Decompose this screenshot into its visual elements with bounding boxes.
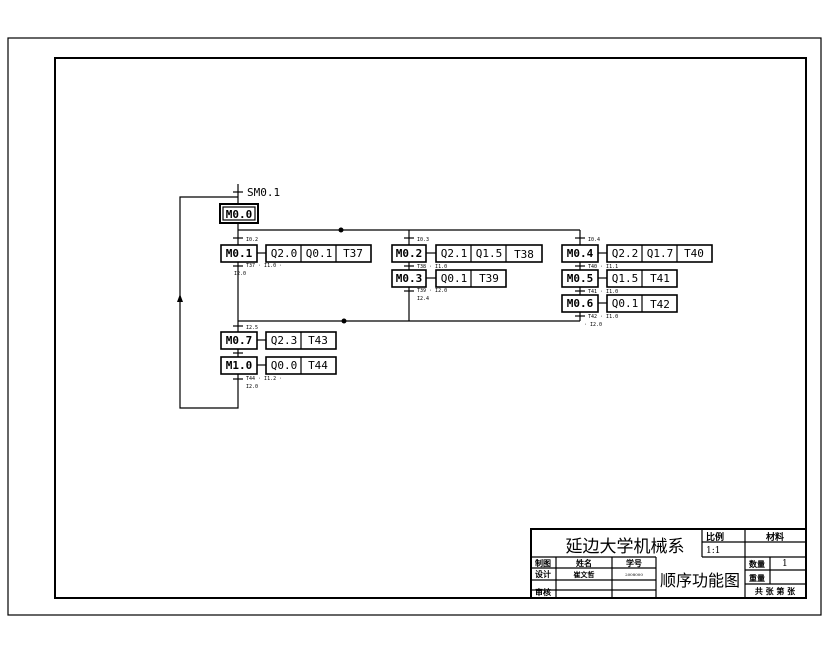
tb-student-id: 2008000 [625, 572, 643, 577]
tb-qty-value: 1 [782, 559, 788, 569]
action-m02-a: Q2.1 [441, 247, 468, 260]
tb-scale-label: 比例 [706, 531, 724, 543]
transition-t5-label: T38 · I1.0 [417, 264, 447, 270]
transition-t1-label: I0.2 [246, 237, 258, 243]
step-m03-label: M0.3 [396, 272, 423, 285]
step-m10-label: M1.0 [226, 359, 253, 372]
tb-material-label: 材料 [765, 531, 784, 543]
init-transition-label: SM0.1 [247, 186, 280, 199]
action-m01-box [265, 244, 372, 263]
action-m04-b: Q1.7 [647, 247, 674, 260]
action-m10-b: T44 [308, 359, 328, 372]
tb-weight-label: 重量 [749, 573, 765, 583]
outer-frame [7, 37, 822, 616]
transition-t9-label-a: T42 · I1.0 [588, 314, 618, 320]
step-m00-label: M0.0 [226, 208, 253, 221]
return-loop [179, 196, 239, 409]
action-m01-a: Q2.0 [271, 247, 298, 260]
action-m07-a: Q2.3 [271, 334, 298, 347]
action-m02-b: Q1.5 [476, 247, 503, 260]
action-m03-a: Q0.1 [441, 272, 468, 285]
transition-t6-label-b: I2.4 [417, 296, 429, 302]
tb-drawing-title: 顺序功能图 [660, 571, 740, 590]
transition-t10-label: I2.5 [246, 325, 258, 331]
title-block: 延边大学机械系 比例 1:1 材料 制图 姓名 学号 设计 崔文哲 200800… [530, 528, 807, 599]
divergence-dot [338, 227, 344, 233]
action-m01-c: T37 [343, 247, 363, 260]
action-m02-c: T38 [514, 248, 534, 261]
tb-sheets: 共 张 第 张 [755, 586, 796, 596]
tb-scale-value: 1:1 [706, 546, 720, 556]
action-m07-b: T43 [308, 334, 328, 347]
step-m00-inner [222, 206, 256, 221]
transition-t3-label: I0.4 [588, 237, 600, 243]
sfc-diagram: SM0.1 M0.0 I0.2 M0.1 Q2.0 Q0.1 T37 T37 ·… [177, 184, 713, 409]
tb-drawn-label: 制图 [535, 558, 551, 568]
step-m01-label: M0.1 [226, 247, 253, 260]
transition-t4-label-a: T37 · I1.0 · [246, 263, 282, 269]
action-m02-box [435, 244, 543, 263]
action-m05-b: T41 [650, 272, 670, 285]
tb-qty-label: 数量 [749, 559, 765, 569]
tb-designer: 崔文哲 [574, 570, 595, 579]
action-m10-a: Q0.0 [271, 359, 298, 372]
tb-id-label: 学号 [626, 558, 642, 568]
action-m06-a: Q0.1 [612, 297, 639, 310]
transition-t6-label-a: T39 · I2.0 [417, 288, 447, 294]
transition-t11-label-b: I2.0 [246, 384, 258, 390]
transition-t7-label: T40 · I1.1 [588, 264, 618, 270]
transition-t9-label-b: · I2.0 [584, 322, 602, 328]
tb-design-label: 设计 [535, 569, 551, 579]
action-m06-b: T42 [650, 298, 670, 311]
drawing-border [54, 57, 807, 599]
step-m06-label: M0.6 [567, 297, 594, 310]
convergence-dot [341, 318, 347, 324]
step-m02-label: M0.2 [396, 247, 423, 260]
transition-t11-label-a: T44 · I1.2 · [246, 376, 282, 382]
tb-review-label: 审核 [535, 587, 551, 597]
action-m05-a: Q1.5 [612, 272, 639, 285]
transition-t2-label: I0.3 [417, 237, 429, 243]
tb-org: 延边大学机械系 [566, 537, 685, 557]
action-m04-box [606, 244, 713, 263]
step-m04-label: M0.4 [567, 247, 594, 260]
transition-t8-label: T41 · I1.0 [588, 289, 618, 295]
step-m07-label: M0.7 [226, 334, 253, 347]
action-m04-c: T40 [684, 247, 704, 260]
transition-t4-label-b: I2.0 [234, 271, 246, 277]
action-m03-b: T39 [479, 272, 499, 285]
return-arrow [177, 294, 183, 302]
tb-name-label: 姓名 [575, 558, 592, 568]
action-m04-a: Q2.2 [612, 247, 639, 260]
action-m01-b: Q0.1 [306, 247, 333, 260]
step-m05-label: M0.5 [567, 272, 594, 285]
